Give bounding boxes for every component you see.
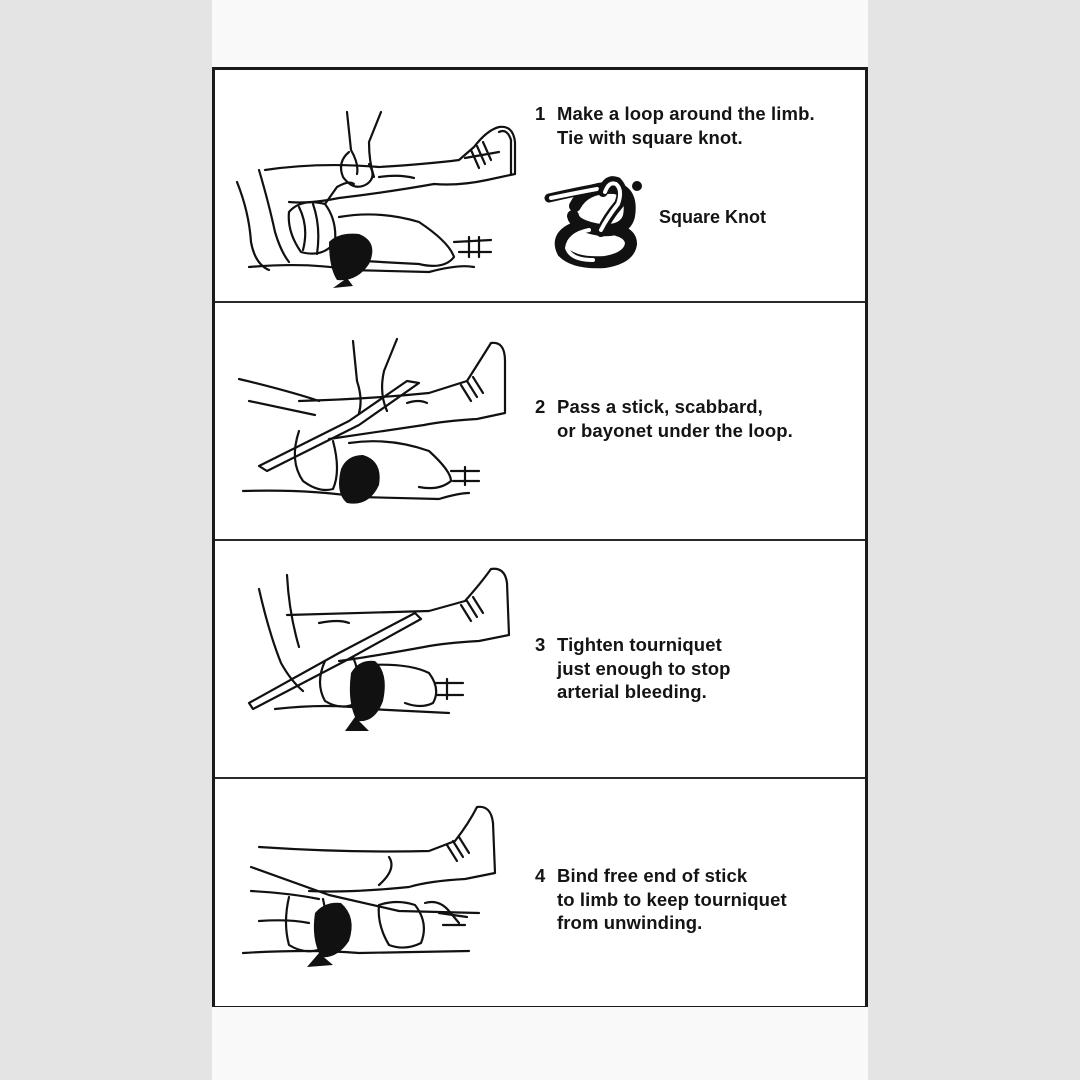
step-panel-1: 1 Make a loop around the limb. Tie with … xyxy=(215,70,865,301)
step-panel-4: 4 Bind free end of stick to limb to keep… xyxy=(215,777,865,1006)
step-panel-2: 2 Pass a stick, scabbard, or bayonet und… xyxy=(215,301,865,539)
step-1-instruction: 1 Make a loop around the limb. Tie with … xyxy=(535,102,815,149)
tying-loop-illustration-icon xyxy=(235,110,517,288)
step-4-line-3: from unwinding. xyxy=(557,912,703,933)
step-1-number: 1 xyxy=(535,103,546,124)
square-knot-label: Square Knot xyxy=(659,207,767,227)
bind-stick-illustration-icon xyxy=(241,805,497,967)
step-2-line-1: Pass a stick, scabbard, xyxy=(557,396,763,417)
step-3-instruction: 3 Tighten tourniquet just enough to stop… xyxy=(535,633,731,704)
step-3-line-1: Tighten tourniquet xyxy=(557,634,722,655)
step-4-line-2: to limb to keep tourniquet xyxy=(557,888,787,910)
tourniquet-figure: 1 Make a loop around the limb. Tie with … xyxy=(212,67,868,1007)
step-panel-3: 3 Tighten tourniquet just enough to stop… xyxy=(215,539,865,777)
step-2-number: 2 xyxy=(535,396,546,417)
step-3-line-3: arterial bleeding. xyxy=(557,681,707,702)
step-4-instruction: 4 Bind free end of stick to limb to keep… xyxy=(535,864,787,935)
step-4-line-1: Bind free end of stick xyxy=(557,865,748,886)
step-2-instruction: 2 Pass a stick, scabbard, or bayonet und… xyxy=(535,395,793,442)
step-4-number: 4 xyxy=(535,865,546,886)
stick-under-loop-illustration-icon xyxy=(237,337,507,504)
step-2-line-2: or bayonet under the loop. xyxy=(557,419,793,441)
tighten-tourniquet-illustration-icon xyxy=(247,567,511,731)
square-knot-icon xyxy=(544,176,642,269)
step-3-number: 3 xyxy=(535,634,546,655)
step-1-line-1: Make a loop around the limb. xyxy=(557,103,815,124)
step-1-line-2: Tie with square knot. xyxy=(557,126,743,148)
step-3-line-2: just enough to stop xyxy=(557,657,731,679)
